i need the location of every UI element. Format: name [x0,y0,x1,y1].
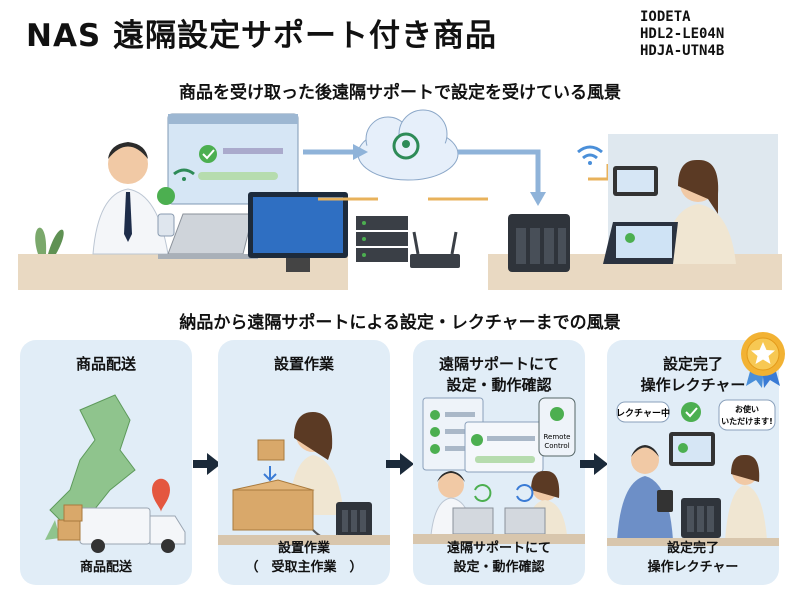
step-panel-setup: 設置作業 設置作業 （ 受取主作業 ） [218,340,390,585]
nas-device-icon [681,498,721,538]
wifi-icon [577,145,603,165]
model-name: HDL2-LE04N [640,26,725,42]
step-title: 商品配送 [75,355,136,373]
speech-text: いただけます! [721,416,773,426]
speech-bubble [616,401,670,423]
wifi-icon [173,168,195,181]
step-caption: 遠隔サポートにて 設定・動作確認 [446,541,551,575]
setup-illustration [218,412,390,545]
customer-illustration [663,159,736,264]
remote-label: Control [544,442,569,450]
lecture-illustration: レクチャー中 お使い いただけます! [607,399,779,546]
remote-label: Remote [543,433,570,441]
arrow-icon [458,149,541,194]
support-staff-illustration [92,142,169,255]
model-name: IODETA [640,9,691,25]
model-list: IODETA HDL2-LE04N HDJA-UTN4B [640,9,724,60]
remote-screen-illustration [167,113,299,205]
database-icon [157,213,175,237]
progress-screen-icon [464,421,544,473]
sync-icon [474,484,492,502]
arrow-down-icon [263,466,277,482]
location-pin-icon [152,478,170,512]
router-icon [410,231,460,268]
award-badge-icon [741,332,785,388]
desktop-monitor-icon [248,192,348,272]
tablet-icon [669,432,715,466]
laptop-icon [504,507,546,535]
section2-subtitle: 納品から遠隔サポートによる設定・レクチャーまでの風景 [179,313,621,333]
remote-setup-illustration: Remote Control [413,397,585,544]
arrow-right-icon [193,453,221,475]
check-icon [157,187,175,205]
arrow-right-icon [386,453,414,475]
box-icon [63,504,83,522]
server-icon [356,216,408,262]
remote-support-scene [18,109,782,290]
step-panel-delivery: 商品配送 商品配送 [20,340,192,585]
cloud-icon [357,109,459,181]
tablet-icon [613,166,658,196]
laptop-icon [603,222,678,264]
arrow-right-icon [580,453,608,475]
nas-device-icon [508,214,570,272]
step-title: 設定完了 操作レクチャー [640,355,746,394]
step-caption: 商品配送 [79,560,132,575]
speech-text: お使い [735,404,759,414]
delivery-truck-icon [79,507,186,553]
page-title: NAS 遠隔設定サポート付き商品 [26,18,498,54]
model-name: HDJA-UTN4B [640,43,725,59]
step-caption: 設置作業 （ 受取主作業 ） [245,541,363,575]
remote-control-icon [538,397,576,457]
section1-subtitle: 商品を受け取った後遠隔サポートで設定を受けている風景 [179,83,621,103]
tablet-icon [657,490,673,512]
plant-icon [35,227,64,254]
speech-text: レクチャー中 [616,407,670,419]
laptop-icon [452,507,494,535]
nas-device-icon [336,502,372,538]
customer-illustration [725,454,767,540]
step-title: 設置作業 [273,355,334,373]
step-title: 遠隔サポートにて 設定・動作確認 [438,355,559,394]
step-panel-remote-setup: Remote Control 遠隔サポートにて 設定・動作確認 遠隔サポートにて… [413,340,585,585]
box-icon [257,439,285,461]
speech-bubble [718,399,776,431]
step-caption: 設定完了 操作レクチャー [647,541,739,575]
box-icon [57,519,81,541]
check-icon [681,402,701,422]
step-panel-lecture: レクチャー中 お使い いただけます! 設定完了 [607,340,779,585]
sync-icon [516,484,534,502]
delivery-illustration [45,394,186,553]
